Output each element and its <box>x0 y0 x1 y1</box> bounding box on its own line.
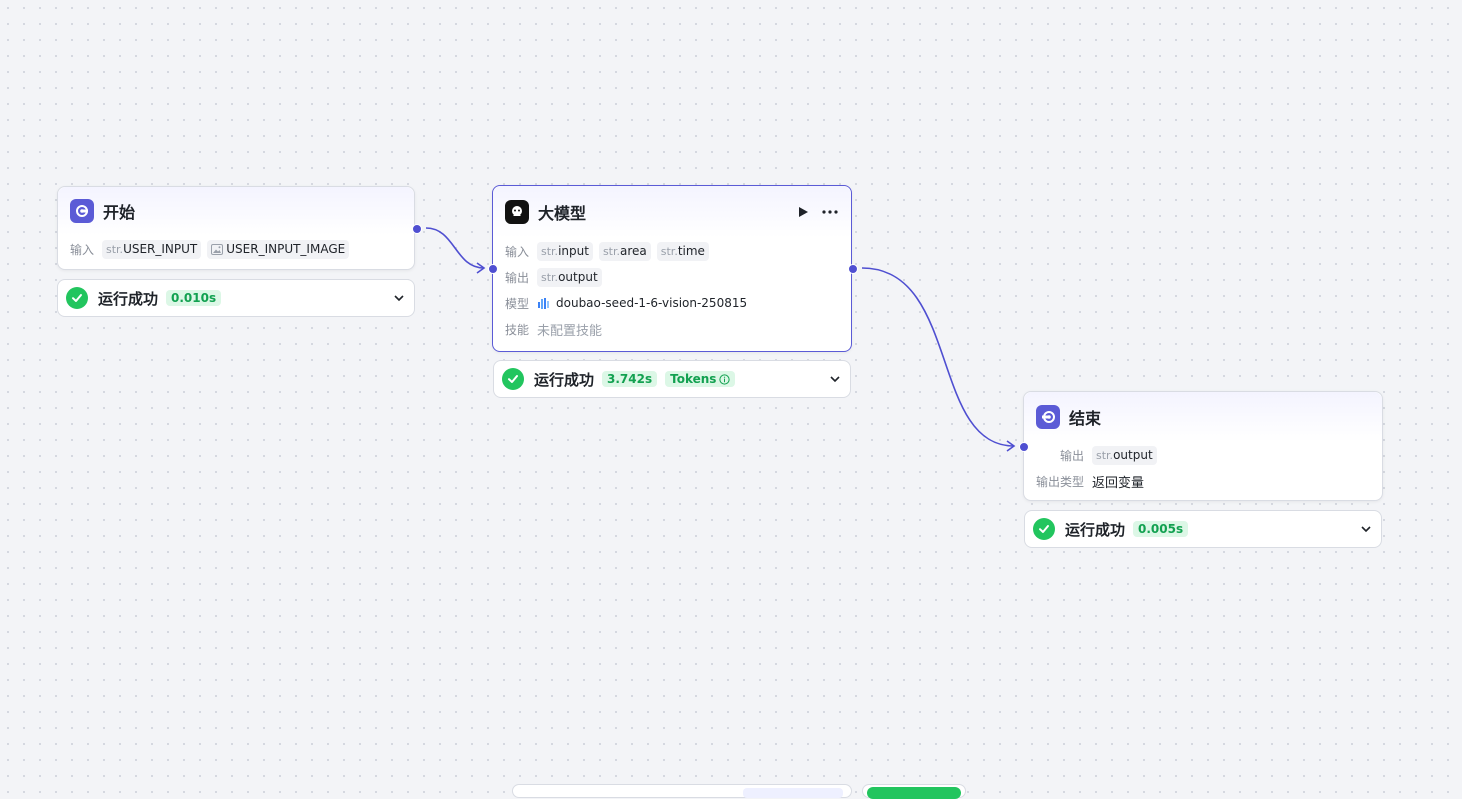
type-prefix: str. <box>106 242 124 256</box>
status-text: 运行成功 <box>534 370 595 389</box>
input-tag: str.input <box>537 241 593 261</box>
start-node-header: 开始 <box>58 187 414 235</box>
edge-arrow-end <box>1006 440 1016 452</box>
time-badge: 3.742s <box>602 371 658 387</box>
start-node-title: 开始 <box>103 203 136 222</box>
type-prefix: str. <box>660 244 678 258</box>
output-tag: str.output <box>1092 445 1157 465</box>
output-type-value: 返回变量 <box>1092 475 1145 491</box>
chevron-down-icon[interactable] <box>828 372 842 386</box>
success-check-icon <box>502 368 524 390</box>
llm-node-header: 大模型 <box>493 186 851 238</box>
output-label: 输出 <box>505 270 530 285</box>
image-icon <box>211 243 224 255</box>
output-type-label: 输出类型 <box>1036 474 1085 489</box>
time-badge: 0.010s <box>166 290 222 306</box>
input-name: USER_INPUT_IMAGE <box>226 242 346 256</box>
chevron-down-icon[interactable] <box>1359 522 1373 536</box>
end-output-row: 输出 str.output <box>1024 442 1382 468</box>
llm-model-row: 模型 doubao-seed-1-6-vision-250815 <box>493 290 851 316</box>
tokens-badge[interactable]: Tokens <box>665 371 736 387</box>
start-icon <box>70 199 94 223</box>
success-check-icon <box>1033 518 1055 540</box>
edge-start-to-llm <box>425 227 485 269</box>
llm-icon <box>505 200 529 224</box>
end-status-bar[interactable]: 运行成功 0.005s <box>1024 510 1382 548</box>
run-icon[interactable] <box>797 206 809 218</box>
llm-node-title: 大模型 <box>538 204 587 223</box>
input-tag: str. USER_INPUT <box>102 239 202 259</box>
output-label: 输出 <box>1060 448 1085 463</box>
toolbar-zoom-control[interactable] <box>743 788 843 798</box>
output-name: output <box>558 270 598 284</box>
output-name: output <box>1113 448 1153 462</box>
model-brand-icon <box>537 297 550 310</box>
end-node-title: 结束 <box>1069 409 1102 428</box>
start-status-bar[interactable]: 运行成功 0.010s <box>57 279 415 317</box>
input-tag: str.time <box>656 241 709 261</box>
skill-value: 未配置技能 <box>537 323 603 339</box>
input-label: 输入 <box>70 242 95 257</box>
type-prefix: str. <box>541 244 559 258</box>
type-prefix: str. <box>541 270 559 284</box>
type-prefix: str. <box>602 244 620 258</box>
llm-node[interactable]: 大模型 输入 str.input str.area str.time 输出 st… <box>492 185 852 352</box>
skill-label: 技能 <box>505 322 530 337</box>
llm-input-port[interactable] <box>488 264 498 274</box>
type-prefix: str. <box>1096 448 1114 462</box>
success-check-icon <box>66 287 88 309</box>
chevron-down-icon[interactable] <box>392 291 406 305</box>
input-name: time <box>677 244 705 258</box>
end-output-type-row: 输出类型 返回变量 <box>1024 468 1382 494</box>
end-node[interactable]: 结束 输出 str.output 输出类型 返回变量 <box>1023 391 1383 501</box>
status-text: 运行成功 <box>1065 520 1126 539</box>
llm-output-port[interactable] <box>848 264 858 274</box>
start-output-port[interactable] <box>412 224 422 234</box>
start-node[interactable]: 开始 输入 str. USER_INPUT USER_INPUT_IMAGE <box>57 186 415 270</box>
edge-arrow-llm <box>476 262 486 274</box>
status-text: 运行成功 <box>98 289 159 308</box>
input-name: input <box>558 244 589 258</box>
input-tag: str.area <box>598 241 651 261</box>
llm-output-row: 输出 str.output <box>493 264 851 290</box>
model-label: 模型 <box>505 296 530 311</box>
input-name: USER_INPUT <box>123 242 198 256</box>
bottom-toolbar[interactable] <box>512 784 852 798</box>
run-button[interactable] <box>862 784 966 799</box>
llm-node-actions <box>797 206 839 218</box>
output-tag: str.output <box>537 267 602 287</box>
run-button-fill <box>867 787 961 799</box>
edge-llm-to-end <box>861 267 1015 447</box>
start-input-row: 输入 str. USER_INPUT USER_INPUT_IMAGE <box>58 235 414 263</box>
info-icon <box>719 373 731 385</box>
end-input-port[interactable] <box>1019 442 1029 452</box>
llm-input-row: 输入 str.input str.area str.time <box>493 238 851 264</box>
end-node-header: 结束 <box>1024 392 1382 442</box>
tokens-label: Tokens <box>670 372 717 386</box>
end-icon <box>1036 405 1060 429</box>
input-tag: USER_INPUT_IMAGE <box>207 239 350 259</box>
input-label: 输入 <box>505 244 530 259</box>
more-icon[interactable] <box>821 209 839 215</box>
time-badge: 0.005s <box>1133 521 1189 537</box>
input-name: area <box>620 244 647 258</box>
llm-skill-row: 技能 未配置技能 <box>493 316 851 342</box>
model-name: doubao-seed-1-6-vision-250815 <box>556 296 748 310</box>
llm-status-bar[interactable]: 运行成功 3.742s Tokens <box>493 360 851 398</box>
